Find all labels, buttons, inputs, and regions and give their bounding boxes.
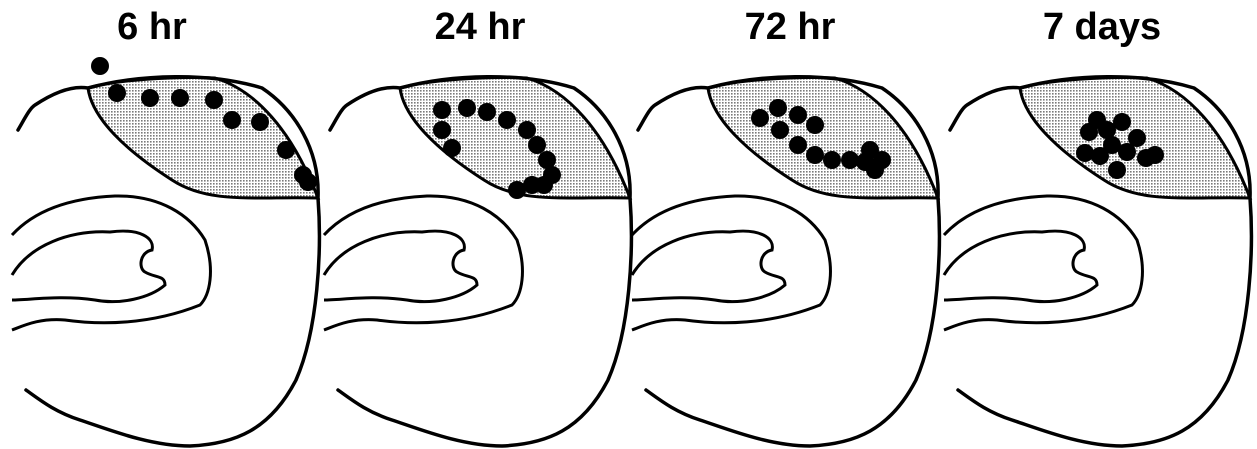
brain-section-panel-1 <box>12 57 319 446</box>
shaded-region <box>400 77 630 198</box>
brain-section-panel-3 <box>632 77 939 446</box>
cell-dot <box>277 141 295 159</box>
cell-dot <box>141 89 159 107</box>
cell-dot <box>223 111 241 129</box>
cell-dot <box>1108 161 1126 179</box>
cell-dot <box>299 173 317 191</box>
cell-dot <box>108 84 126 102</box>
cell-dot <box>458 99 476 117</box>
cell-dot <box>518 121 536 139</box>
inner-contour <box>324 231 477 302</box>
cell-dot <box>861 141 879 159</box>
middle-contour <box>944 196 1142 330</box>
middle-contour <box>632 196 830 330</box>
cell-dot <box>498 111 516 129</box>
middle-contour <box>324 196 522 330</box>
cell-dot <box>433 101 451 119</box>
cell-dot <box>789 136 807 154</box>
cell-dot <box>171 89 189 107</box>
cell-dot <box>528 136 546 154</box>
cell-dot <box>1118 143 1136 161</box>
cell-dot <box>433 121 451 139</box>
cell-dot <box>1113 113 1131 131</box>
cell-dot <box>1091 147 1109 165</box>
cell-dot <box>205 91 223 109</box>
cell-dot <box>823 151 841 169</box>
inner-contour <box>632 231 785 302</box>
cell-dot <box>91 57 109 75</box>
cell-dot <box>751 109 769 127</box>
cell-dot <box>1076 144 1094 162</box>
inner-contour <box>944 231 1097 302</box>
cell-dot <box>251 113 269 131</box>
cell-dot <box>478 103 496 121</box>
cell-dot <box>443 139 461 157</box>
cell-dot <box>771 121 789 139</box>
middle-contour <box>12 196 210 330</box>
cell-dot <box>769 99 787 117</box>
cell-dot <box>1146 146 1164 164</box>
cell-dot <box>508 181 526 199</box>
shaded-region <box>708 77 938 198</box>
cell-dot <box>806 146 824 164</box>
cell-dot <box>789 106 807 124</box>
brain-section-panel-2 <box>324 77 631 446</box>
inner-contour <box>12 231 165 302</box>
brain-section-panel-4 <box>944 77 1251 446</box>
cell-dot <box>806 116 824 134</box>
